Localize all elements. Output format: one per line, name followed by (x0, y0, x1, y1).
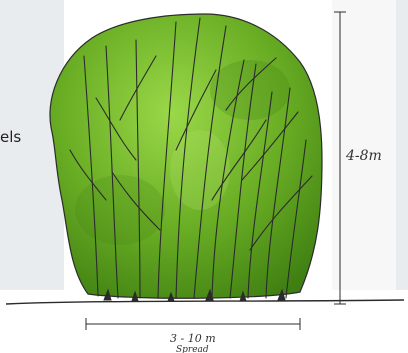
spread-label: Spread (176, 345, 209, 353)
width-label: 3 - 10 m (170, 332, 216, 345)
height-label: 4-8m (345, 148, 382, 164)
clipped-label-text: els (0, 128, 22, 146)
width-dimension (85, 318, 301, 330)
height-dimension (334, 11, 346, 305)
branch-lines (69, 17, 313, 299)
ground-line (5, 299, 405, 305)
base-tufts (103, 288, 286, 302)
right-margin (396, 0, 408, 290)
annotation-panel (332, 0, 408, 290)
